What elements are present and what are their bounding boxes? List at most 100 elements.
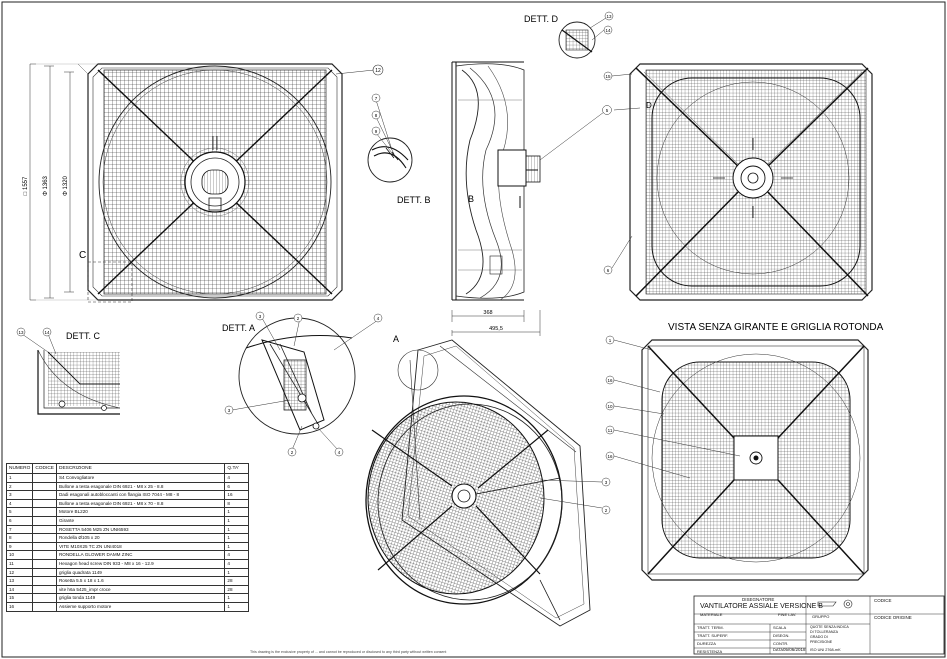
bom-cell-number: 2 bbox=[5, 481, 34, 492]
code-source-label: CODICE ORIGINE bbox=[874, 615, 912, 620]
bom-cell-number: 13 bbox=[5, 576, 34, 586]
svg-text:2: 2 bbox=[605, 508, 608, 513]
bom-header-row: NUMERO CODICE DESCRIZIONE Q.TA' bbox=[5, 463, 249, 474]
section-c-marker: C bbox=[79, 250, 86, 261]
bom-cell-number: 7 bbox=[5, 524, 34, 535]
bom-cell-quantity: 6 bbox=[224, 481, 249, 492]
finish-label: FINE LAV. bbox=[778, 612, 797, 617]
dett-d-label: DETT. D bbox=[524, 14, 559, 24]
tb-row-1: TRATT. TERM. bbox=[697, 625, 724, 630]
bom-header-description: DESCRIZIONE bbox=[55, 463, 226, 474]
isometric-view: 3 2 bbox=[365, 339, 611, 627]
bom-cell-description: Rosetta 5.5 x 18 x 1.6 bbox=[55, 576, 226, 586]
bom-cell-description: RONDELLA GLOWER DAMM ZINC bbox=[55, 550, 226, 560]
date-value: 05/06/2018 bbox=[783, 647, 806, 652]
svg-text:4: 4 bbox=[338, 450, 341, 455]
bom-cell-quantity: 1 bbox=[224, 507, 249, 517]
bom-cell-code bbox=[32, 515, 57, 526]
detail-b: 7 8 9 bbox=[367, 93, 413, 183]
svg-text:14: 14 bbox=[605, 28, 611, 33]
dett-c-label: DETT. C bbox=[66, 331, 101, 341]
bom-cell-description: Dadi esagonali autobloccanti con flangia… bbox=[55, 490, 226, 500]
designer-label: DISEGNATORE bbox=[742, 597, 775, 602]
svg-text:4: 4 bbox=[377, 316, 380, 321]
bom-cell-description: VITE M10X25 TC ZN UNI4018 bbox=[55, 541, 226, 552]
dim-side-width: 368 bbox=[483, 310, 492, 316]
bom-cell-number: 9 bbox=[5, 541, 34, 552]
tolerance-note-2: DI TOLLERANZA bbox=[810, 630, 839, 634]
svg-text:5: 5 bbox=[606, 108, 609, 113]
bom-cell-quantity: 28 bbox=[224, 584, 249, 595]
bom-cell-description: Hexagon head screw DIN 933 - M8 x 16 - 1… bbox=[55, 558, 226, 569]
material-label: MATERIALE bbox=[700, 612, 723, 617]
bom-cell-number: 12 bbox=[5, 567, 34, 578]
bom-cell-quantity: 1 bbox=[224, 533, 249, 543]
bom-cell-number: 15 bbox=[5, 593, 34, 603]
bom-cell-quantity: 1 bbox=[224, 541, 249, 552]
dim-front-dia-1: Φ 1363 bbox=[43, 175, 49, 195]
svg-text:3: 3 bbox=[605, 480, 608, 485]
bom-cell-code bbox=[32, 481, 57, 492]
bom-cell-code bbox=[32, 524, 57, 535]
front-view: 12 bbox=[29, 63, 384, 303]
bom-cell-description: Rondella Ø105 x 20 bbox=[55, 533, 226, 543]
section-b-marker: B bbox=[468, 194, 474, 204]
balloon-12 bbox=[372, 64, 384, 76]
svg-text:6: 6 bbox=[607, 268, 610, 273]
tb-row-2: TRATT. SUPERF. bbox=[697, 633, 729, 638]
bom-cell-code bbox=[32, 550, 57, 560]
bom-cell-description: griglia tonda 1149 bbox=[55, 593, 226, 603]
drawing-title: VANTILATORE ASSIALE VERSIONE B bbox=[700, 603, 823, 610]
bom-cell-number: 16 bbox=[5, 601, 34, 612]
bom-cell-code bbox=[32, 576, 57, 586]
bom-header-code: CODICE bbox=[32, 463, 57, 474]
bom-cell-quantity: 1 bbox=[224, 567, 249, 578]
bom-cell-description: griglia quadrata 1149 bbox=[55, 567, 226, 578]
scale-label: SCALA bbox=[773, 625, 787, 630]
svg-text:12: 12 bbox=[375, 68, 381, 74]
detail-a: 3 2 4 3 2 4 bbox=[224, 311, 383, 457]
bom-cell-quantity: 4 bbox=[224, 558, 249, 569]
side-view: 5 bbox=[451, 61, 612, 336]
group-label: GRUPPO bbox=[812, 614, 830, 619]
bom-cell-number: 11 bbox=[5, 558, 34, 569]
bom-header-quantity: Q.TA' bbox=[224, 463, 249, 474]
dett-b-label: DETT. B bbox=[397, 195, 431, 205]
bom-header-number: NUMERO bbox=[5, 463, 34, 474]
svg-text:3: 3 bbox=[228, 408, 231, 413]
bom-cell-code bbox=[32, 490, 57, 500]
design-label: DISEGN. bbox=[773, 633, 790, 638]
svg-text:15: 15 bbox=[605, 74, 611, 79]
svg-text:11: 11 bbox=[608, 428, 613, 433]
dett-a-label: DETT. A bbox=[222, 323, 255, 333]
section-d-marker: D bbox=[646, 101, 652, 110]
bom-cell-quantity: 4 bbox=[224, 473, 249, 483]
bom-cell-code bbox=[32, 507, 57, 517]
svg-text:13: 13 bbox=[18, 330, 24, 335]
dim-side-depth: 495,5 bbox=[489, 326, 503, 332]
svg-text:16: 16 bbox=[607, 378, 613, 383]
bom-cell-number: 4 bbox=[5, 498, 34, 509]
svg-text:7: 7 bbox=[375, 96, 378, 101]
svg-text:16: 16 bbox=[607, 454, 613, 459]
bom-row: 11 Hexagon head screw DIN 933 - M8 x 16 -… bbox=[5, 558, 249, 569]
bom-cell-quantity: 1 bbox=[224, 601, 249, 612]
svg-text:2: 2 bbox=[297, 316, 300, 321]
bom-cell-number: 5 bbox=[5, 507, 34, 517]
bom-cell-number: 6 bbox=[5, 515, 34, 526]
svg-text:3: 3 bbox=[259, 314, 262, 319]
bom-cell-number: 1 bbox=[5, 473, 34, 483]
bom-cell-code bbox=[32, 541, 57, 552]
svg-text:13: 13 bbox=[606, 14, 612, 19]
svg-text:1: 1 bbox=[609, 338, 612, 343]
